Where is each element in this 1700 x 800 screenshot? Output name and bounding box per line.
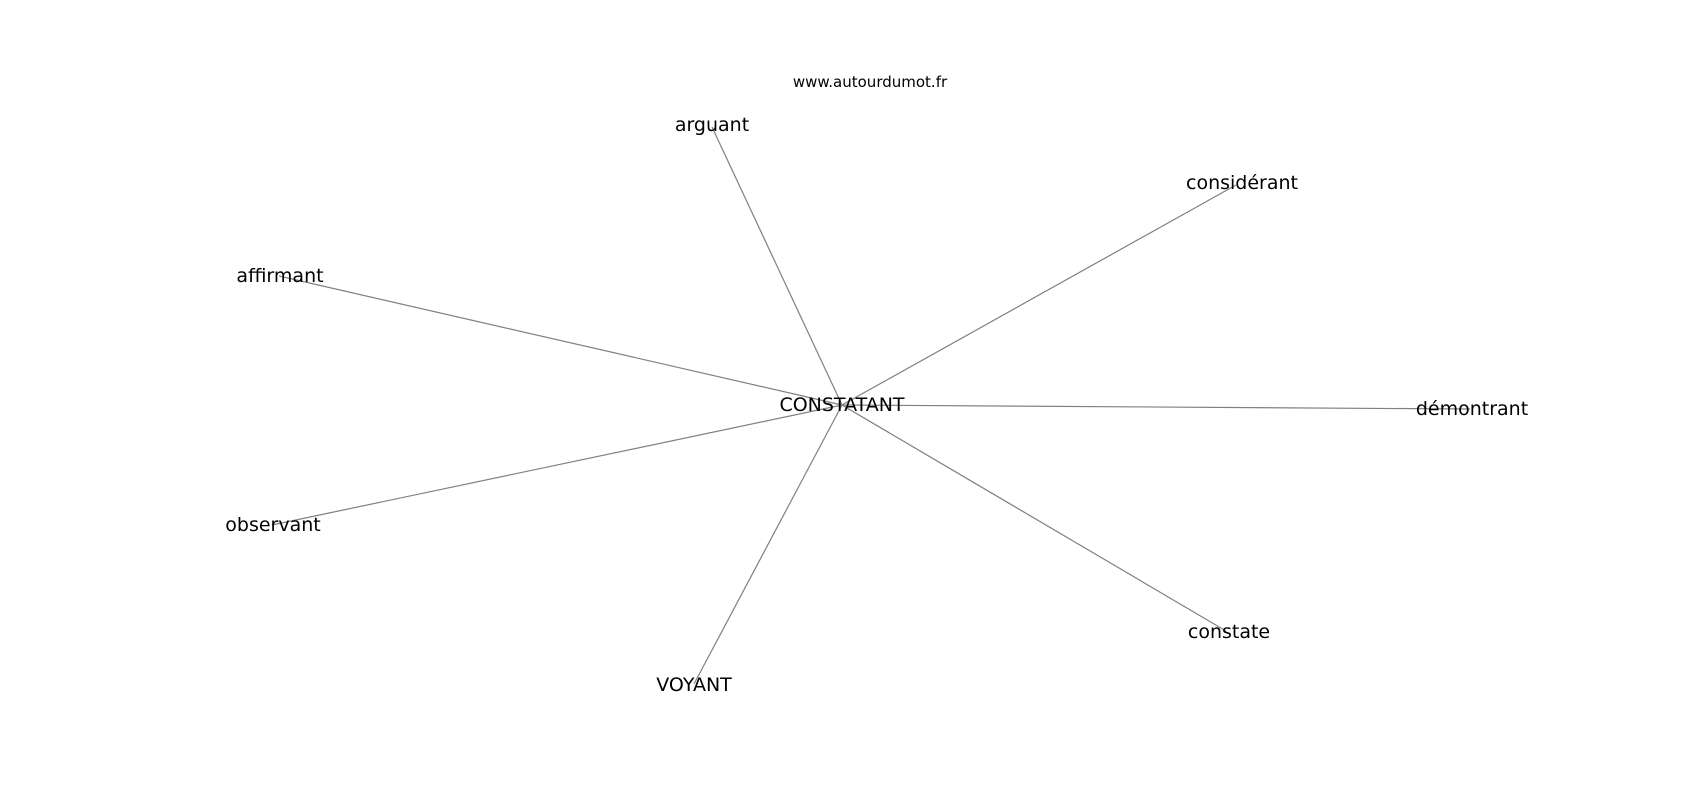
edge-arguant <box>711 126 843 406</box>
node-label-demontrant[interactable]: démontrant <box>1416 398 1528 420</box>
node-label-observant[interactable]: observant <box>225 514 320 536</box>
watermark-text: www.autourdumot.fr <box>793 73 948 91</box>
node-label-considerant[interactable]: considérant <box>1186 172 1298 194</box>
labels-group: CONSTATANT arguant considérant affirmant… <box>225 114 1528 696</box>
edge-voyant <box>693 404 843 685</box>
edges-group <box>271 126 1471 685</box>
edge-constate <box>841 404 1227 632</box>
node-label-constate[interactable]: constate <box>1188 621 1270 643</box>
node-label-affirmant[interactable]: affirmant <box>236 265 323 287</box>
edge-affirmant <box>278 275 843 406</box>
edge-observant <box>271 404 843 526</box>
edge-demontrant <box>841 404 1471 410</box>
node-label-arguant[interactable]: arguant <box>675 114 749 136</box>
center-node-label[interactable]: CONSTATANT <box>779 394 904 416</box>
edge-considerant <box>841 184 1237 406</box>
node-label-voyant[interactable]: VOYANT <box>656 674 732 696</box>
